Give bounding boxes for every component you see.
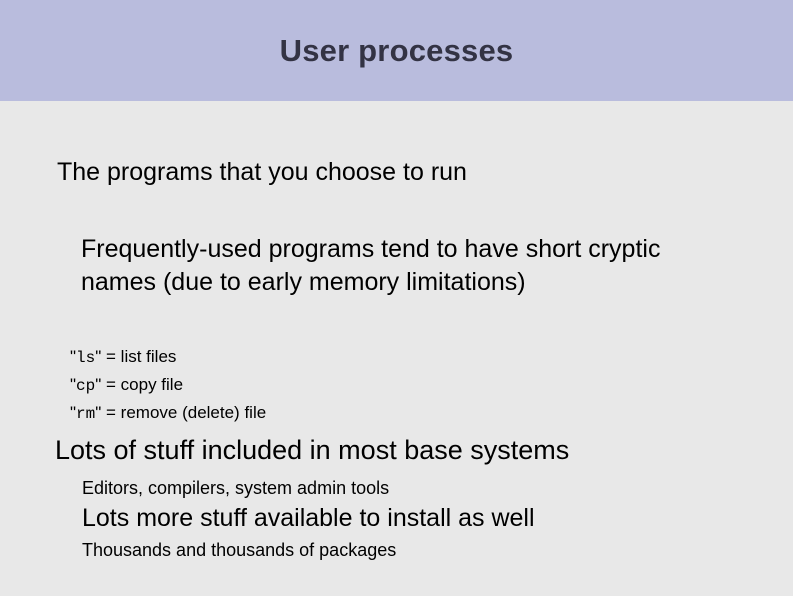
page-title: User processes xyxy=(279,32,514,68)
command-rm: "rm" = remove (delete) file xyxy=(70,402,266,425)
quote-open-rm: " xyxy=(70,403,77,422)
bullet-lots-of-stuff: Lots of stuff included in most base syst… xyxy=(55,435,570,465)
command-name-cp: cp xyxy=(76,377,96,395)
bullet-thousands-packages: Thousands and thousands of packages xyxy=(82,540,397,560)
command-name-rm: rm xyxy=(76,405,96,423)
quote-close-rm: " xyxy=(95,403,102,422)
quote-close-ls: " xyxy=(95,347,102,366)
quote-close-cp: " xyxy=(95,375,102,394)
quote-open-ls: " xyxy=(70,347,77,366)
command-cp: "cp" = copy file xyxy=(70,374,183,397)
bullet-editors-compilers: Editors, compilers, system admin tools xyxy=(82,478,390,498)
command-desc-cp: = copy file xyxy=(101,375,184,394)
command-ls: "ls" = list files xyxy=(70,346,176,369)
command-desc-rm: = remove (delete) file xyxy=(101,403,267,422)
command-name-ls: ls xyxy=(76,349,96,367)
command-desc-ls: = list files xyxy=(101,347,177,366)
slide-body: The programs that you choose to run Freq… xyxy=(0,101,793,596)
bullet-programs: The programs that you choose to run xyxy=(57,158,467,186)
bullet-frequently-used: Frequently-used programs tend to have sh… xyxy=(81,235,661,296)
quote-open-cp: " xyxy=(70,375,77,394)
bullet-lots-more-stuff: Lots more stuff available to install as … xyxy=(82,504,535,532)
slide-title-bar: User processes xyxy=(0,0,793,101)
